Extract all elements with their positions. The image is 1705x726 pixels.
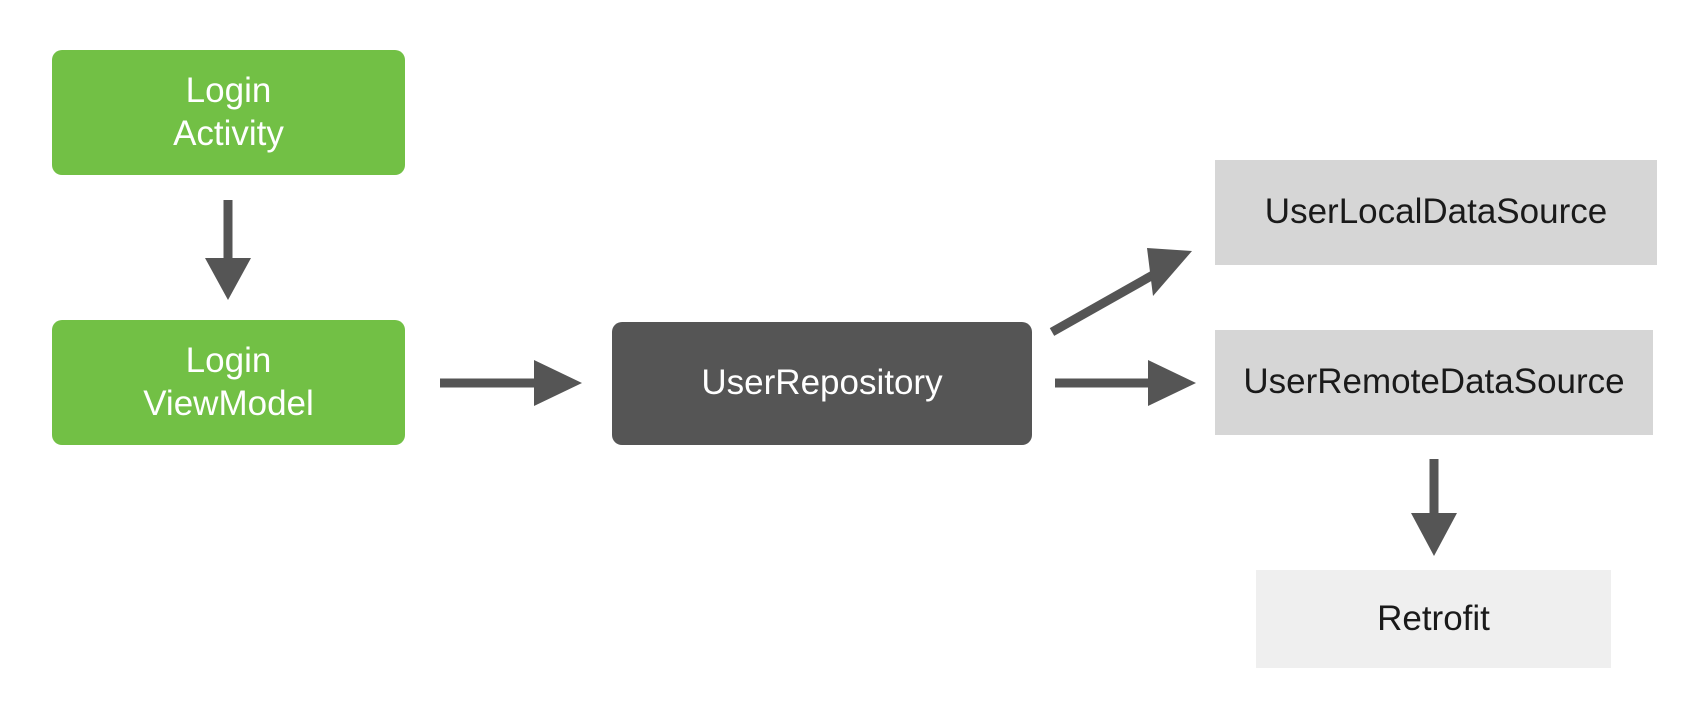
- node-retrofit-label: Retrofit: [1377, 598, 1490, 638]
- node-login-activity[interactable]: Login Activity: [52, 50, 405, 175]
- node-login-viewmodel[interactable]: Login ViewModel: [52, 320, 405, 445]
- edge-repository-to-local: [1049, 248, 1192, 336]
- node-user-remote-data-source-label: UserRemoteDataSource: [1243, 362, 1625, 402]
- node-retrofit[interactable]: Retrofit: [1256, 570, 1611, 668]
- node-user-remote-data-source[interactable]: UserRemoteDataSource: [1215, 330, 1653, 435]
- node-login-viewmodel-label: Login ViewModel: [143, 340, 314, 423]
- node-user-local-data-source-label: UserLocalDataSource: [1264, 192, 1608, 232]
- node-user-local-data-source[interactable]: UserLocalDataSource: [1215, 160, 1657, 265]
- node-login-activity-label: Login Activity: [173, 70, 284, 153]
- edge-repository-to-remote: [1055, 360, 1196, 406]
- node-user-repository-label: UserRepository: [701, 363, 943, 403]
- edge-remote-to-retrofit: [1411, 459, 1457, 556]
- edge-activity-to-viewmodel: [205, 200, 251, 300]
- edge-viewmodel-to-repository: [440, 360, 582, 406]
- node-user-repository[interactable]: UserRepository: [612, 322, 1032, 445]
